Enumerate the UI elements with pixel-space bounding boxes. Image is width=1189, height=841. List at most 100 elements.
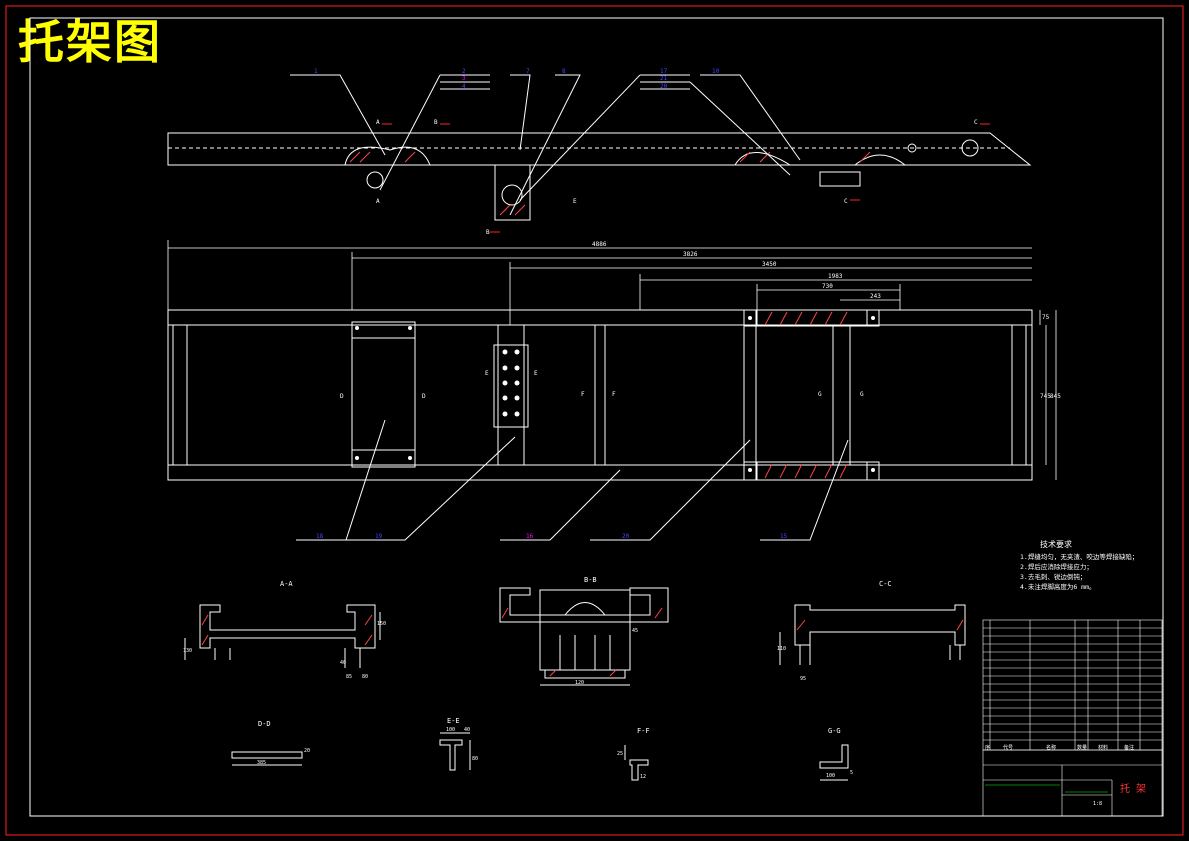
svg-text:D-D: D-D	[258, 720, 271, 728]
svg-text:E-E: E-E	[447, 717, 460, 725]
plan-bolts	[355, 316, 875, 472]
svg-text:D: D	[422, 393, 426, 400]
section-f-f	[624, 745, 649, 781]
svg-text:E: E	[534, 370, 538, 377]
callout-17: 17	[660, 68, 668, 75]
svg-text:E: E	[573, 198, 577, 205]
plan-section-letters: D D E E F F G G	[340, 370, 864, 400]
plan-hatching	[764, 311, 848, 479]
callout-2: 2	[462, 68, 466, 75]
svg-text:B: B	[486, 229, 490, 236]
svg-text:40: 40	[340, 660, 346, 666]
section-b-b	[499, 587, 669, 686]
svg-text:G: G	[860, 391, 864, 398]
svg-text:40: 40	[464, 727, 470, 733]
svg-text:80: 80	[472, 756, 478, 762]
svg-text:18: 18	[316, 533, 324, 540]
svg-text:B-B: B-B	[584, 576, 597, 584]
svg-text:F: F	[612, 391, 616, 398]
svg-text:G-G: G-G	[828, 727, 841, 735]
svg-text:75: 75	[1042, 314, 1050, 321]
section-a-a-hatch	[201, 614, 373, 646]
svg-text:C-C: C-C	[879, 580, 892, 588]
svg-text:2.焊后应消除焊接应力；: 2.焊后应消除焊接应力；	[1020, 562, 1093, 571]
svg-text:150: 150	[377, 621, 386, 627]
svg-text:C: C	[844, 198, 848, 205]
svg-text:1983: 1983	[828, 273, 843, 280]
svg-text:5: 5	[850, 770, 853, 776]
svg-text:45: 45	[632, 628, 638, 634]
svg-text:D: D	[340, 393, 344, 400]
title-block-green	[985, 784, 1108, 793]
svg-text:名称: 名称	[1046, 744, 1056, 751]
plan-dimensions	[167, 240, 1057, 480]
svg-text:845: 845	[1050, 393, 1061, 400]
callout-4: 4	[462, 83, 466, 90]
svg-text:100: 100	[826, 773, 835, 779]
callout-1: 1	[314, 68, 318, 75]
svg-text:G: G	[818, 391, 822, 398]
plan-leaders	[296, 419, 849, 541]
section-b-b-hatch	[501, 607, 663, 677]
svg-text:序: 序	[985, 744, 990, 751]
svg-text:95: 95	[800, 676, 806, 682]
section-labels: A-A B-B C-C D-D E-E F-F G-G	[258, 576, 892, 735]
svg-text:20: 20	[622, 533, 630, 540]
svg-text:130: 130	[183, 648, 192, 654]
technical-requirements: 技术要求 1.焊缝均匀，无夹渣、咬边等焊接缺陷； 2.焊后应消除焊接应力； 3.…	[1020, 539, 1138, 591]
svg-text:F-F: F-F	[637, 727, 650, 735]
svg-text:20: 20	[304, 748, 310, 754]
bom-table	[982, 619, 1163, 751]
svg-text:4886: 4886	[592, 241, 607, 248]
svg-text:A-A: A-A	[280, 580, 293, 588]
svg-text:100: 100	[446, 727, 455, 733]
title-block	[982, 749, 1163, 817]
svg-text:3450: 3450	[762, 261, 777, 268]
svg-text:745: 745	[1040, 393, 1051, 400]
callout-7: 7	[526, 68, 530, 75]
svg-text:25: 25	[617, 751, 623, 757]
drawing-title: 托架图	[18, 15, 162, 69]
section-g-g	[819, 744, 849, 781]
outer-border	[5, 5, 1184, 836]
section-a-a	[184, 604, 381, 668]
part-name: 托 架	[1120, 782, 1146, 795]
svg-text:1.焊缝均匀，无夹渣、咬边等焊接缺陷；: 1.焊缝均匀，无夹渣、咬边等焊接缺陷；	[1020, 552, 1138, 561]
scale-value: 1:8	[1093, 801, 1102, 807]
top-view-hatching	[349, 151, 871, 216]
section-e-e	[439, 732, 471, 771]
svg-text:80: 80	[362, 674, 368, 680]
svg-text:16: 16	[526, 533, 534, 540]
plan-dimension-labels: 4886 3826 3450 1983 730 243 75 745 845	[592, 241, 1061, 400]
svg-text:代号: 代号	[1003, 744, 1013, 751]
svg-text:A: A	[376, 198, 380, 205]
svg-text:110: 110	[777, 646, 786, 652]
callout-3: 3	[462, 75, 466, 82]
svg-text:12: 12	[640, 774, 646, 780]
svg-text:3826: 3826	[683, 251, 698, 258]
svg-text:19: 19	[375, 533, 383, 540]
top-view-leaders	[290, 74, 801, 216]
section-c-c-hatch	[796, 619, 964, 631]
svg-text:材料: 材料	[1098, 744, 1108, 751]
top-view-cut-arrows	[382, 123, 990, 233]
callout-20: 20	[660, 83, 668, 90]
svg-text:4.未注焊脚高度为6 mm。: 4.未注焊脚高度为6 mm。	[1020, 582, 1095, 591]
bom-header: 序 代号 名称 数量 材料 备注	[985, 744, 1134, 751]
svg-text:385: 385	[257, 760, 266, 766]
section-c-c	[779, 604, 966, 665]
svg-text:15: 15	[780, 533, 788, 540]
plan-callouts: 18 19 16 20 15	[316, 533, 788, 540]
top-view	[167, 132, 1032, 221]
svg-text:730: 730	[822, 283, 833, 290]
top-view-section-marks: A A B B C C E	[376, 119, 978, 236]
svg-text:F: F	[581, 391, 585, 398]
svg-text:技术要求: 技术要求	[1040, 539, 1072, 549]
plan-view	[167, 309, 1033, 481]
svg-text:B: B	[434, 119, 438, 126]
svg-text:数量: 数量	[1077, 744, 1087, 751]
svg-text:120: 120	[575, 680, 584, 686]
svg-text:E: E	[485, 370, 489, 377]
svg-text:243: 243	[870, 293, 881, 300]
